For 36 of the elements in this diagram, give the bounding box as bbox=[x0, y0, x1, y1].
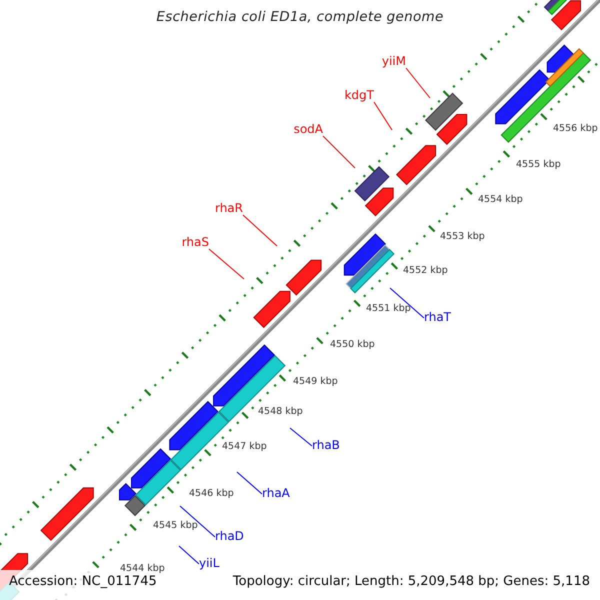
genome-info-text: Topology: circular; Length: 5,209,548 bp; Genes: 5,118 bbox=[232, 575, 590, 588]
leader-line bbox=[180, 506, 216, 538]
tick-label: 4553 kbp bbox=[440, 230, 485, 243]
gene-label: rhaR bbox=[214, 202, 243, 215]
gene-label: rhaD bbox=[215, 530, 244, 543]
leader-line bbox=[236, 472, 262, 494]
leader-line bbox=[208, 248, 244, 280]
gene-label: rhaB bbox=[312, 439, 340, 452]
gene-label: rhaA bbox=[262, 487, 290, 500]
tick-label: 4551 kbp bbox=[366, 302, 411, 315]
tick-label: 4549 kbp bbox=[293, 375, 338, 388]
leader-line bbox=[290, 428, 312, 446]
gene-label: kdgT bbox=[344, 89, 374, 102]
gene-label: yiiL bbox=[199, 557, 220, 570]
leader-line bbox=[322, 136, 356, 168]
tick-label: 4545 kbp bbox=[153, 519, 198, 532]
tick-label: 4544 kbp bbox=[120, 562, 165, 575]
tick-label: 4547 kbp bbox=[222, 440, 267, 453]
leader-line bbox=[390, 288, 424, 318]
gene-label: yiiM bbox=[382, 55, 406, 68]
leader-line bbox=[178, 546, 200, 564]
tick-label: 4552 kbp bbox=[403, 264, 448, 277]
tick-label: 4555 kbp bbox=[516, 158, 561, 171]
tick-label: 4548 kbp bbox=[258, 405, 303, 418]
tick-label: 4546 kbp bbox=[189, 487, 234, 500]
leader-line bbox=[406, 68, 430, 98]
map-title: Escherichia coli ED1a, complete genome bbox=[155, 11, 445, 24]
tick-label: 4554 kbp bbox=[478, 193, 523, 206]
gene-label: sodA bbox=[294, 123, 323, 136]
gene-label: rhaS bbox=[182, 236, 209, 249]
tick-label: 4550 kbp bbox=[330, 338, 375, 351]
tick-label: 4556 kbp bbox=[553, 122, 598, 135]
leader-line bbox=[242, 214, 278, 246]
accession-text: Accession: NC_011745 bbox=[9, 575, 157, 588]
gene-label: rhaT bbox=[424, 311, 452, 324]
leader-line bbox=[374, 102, 392, 130]
